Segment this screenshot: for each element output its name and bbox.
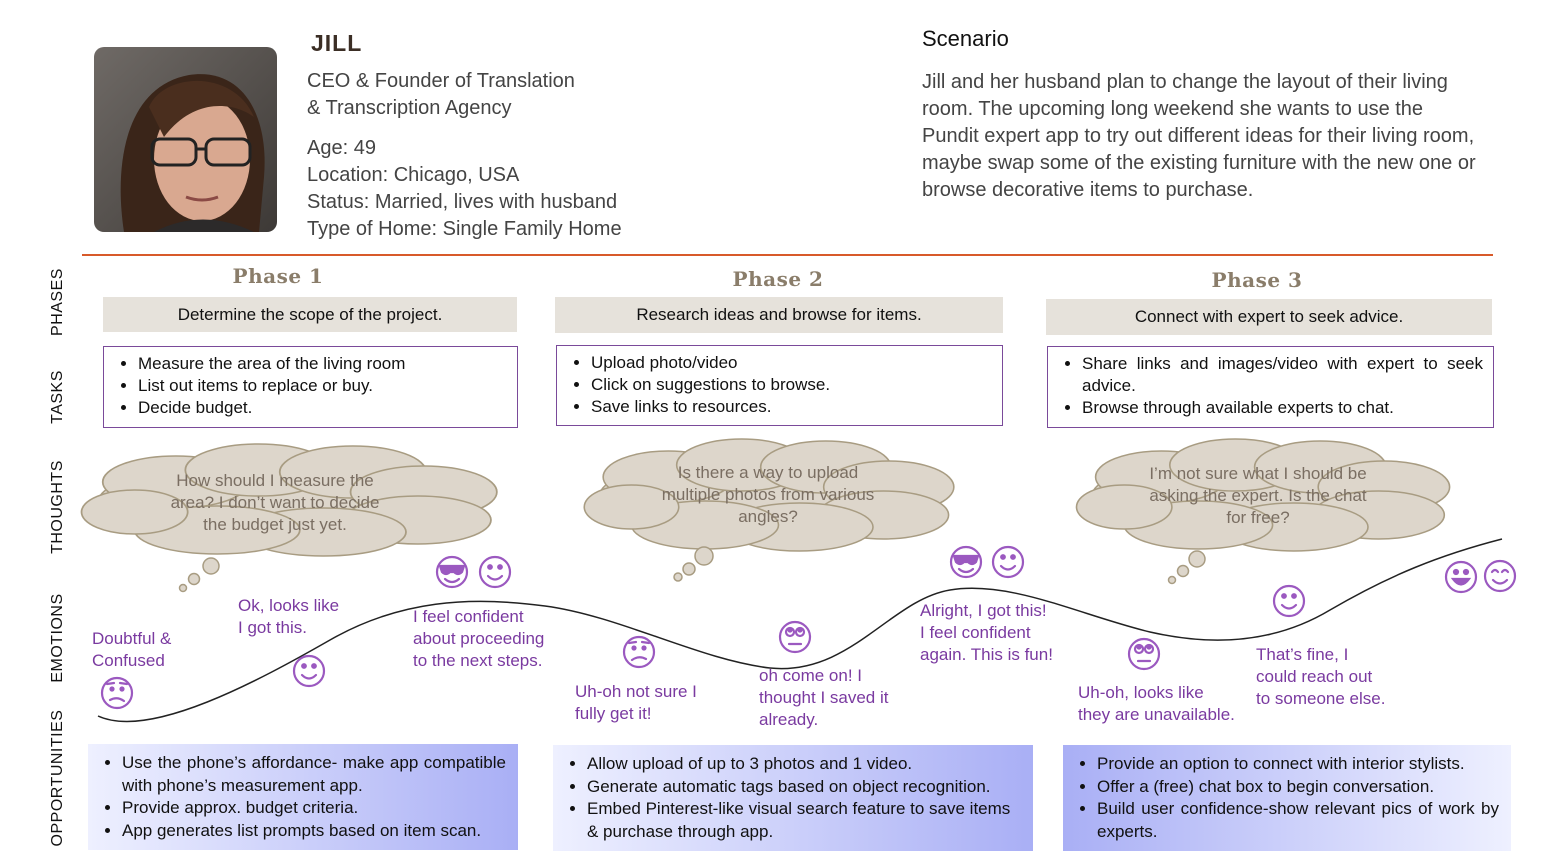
task-item: Browse through available experts to chat…: [1082, 397, 1483, 419]
emotion-label-8: That’s fine, I could reach out to someon…: [1256, 644, 1385, 710]
emotion-line: Confused: [92, 651, 165, 670]
opportunity-item: Embed Pinterest-like visual search featu…: [587, 798, 1021, 843]
persona-name: JILL: [311, 30, 363, 56]
eyeroll-face-icon: [1127, 637, 1161, 671]
smiley-face-icon: [991, 545, 1025, 579]
emotion-line: I feel confident: [920, 623, 1031, 642]
thought-cloud-1: [80, 443, 498, 593]
task-item: Upload photo/video: [591, 352, 992, 374]
emotion-line: to the next steps.: [413, 651, 543, 670]
emotion-curve: [97, 538, 1503, 723]
emotion-line: Ok, looks like: [238, 596, 340, 615]
emotion-label-1: Doubtful & Confused: [92, 628, 171, 672]
phase-2-tasks: Upload photo/video Click on suggestions …: [556, 345, 1003, 426]
emotion-line: oh come on! I: [759, 666, 863, 685]
task-item: Share links and images/video with expert…: [1082, 353, 1483, 397]
opportunity-item: Offer a (free) chat box to begin convers…: [1097, 776, 1499, 799]
smiley-face-icon: [292, 654, 326, 688]
phase-3-goal: Connect with expert to seek advice.: [1046, 299, 1492, 335]
opportunity-item: Provide approx. budget criteria.: [122, 797, 506, 820]
confused-face-icon: [100, 676, 134, 710]
emotion-line: Alright, I got this!: [920, 601, 1047, 620]
emotion-label-3: I feel confident about proceeding to the…: [413, 606, 544, 672]
confused-face-icon: [622, 635, 656, 669]
header-divider: [82, 254, 1493, 256]
opportunity-item: Use the phone’s affordance- make app com…: [122, 752, 506, 797]
phase-3-tasks: Share links and images/video with expert…: [1047, 346, 1494, 428]
task-item: Click on suggestions to browse.: [591, 374, 992, 396]
persona-location: Location: Chicago, USA: [307, 164, 520, 186]
thought-cloud-2: [583, 438, 955, 582]
persona-role-line: & Transcription Agency: [307, 97, 512, 119]
emotion-line: I feel confident: [413, 607, 524, 626]
persona-home: Type of Home: Single Family Home: [307, 218, 622, 240]
thought-text-2: Is there a way to upload multiple photos…: [661, 463, 875, 526]
phase-2-title: Phase 2: [732, 267, 824, 291]
thought-text-1: How should I measure the area? I don’t w…: [170, 471, 380, 534]
emotion-line: That’s fine, I: [1256, 645, 1349, 664]
phase-2-goal: Research ideas and browse for items.: [555, 297, 1003, 333]
phase-1-opportunities: Use the phone’s affordance- make app com…: [88, 744, 518, 850]
task-item: List out items to replace or buy.: [138, 375, 507, 397]
emotion-line: Doubtful &: [92, 629, 172, 648]
emotion-label-5: oh come on! I thought I saved it already…: [759, 665, 888, 731]
emotion-label-7: Uh-oh, looks like they are unavailable.: [1078, 682, 1235, 726]
persona-age: Age: 49: [307, 137, 376, 159]
emotion-line: Uh-oh not sure I: [575, 682, 697, 701]
emotion-line: they are unavailable.: [1078, 705, 1235, 724]
thought-cloud-3: [1075, 438, 1451, 585]
scenario-text: Jill and her husband plan to change the …: [922, 71, 1476, 201]
emotion-line: could reach out: [1256, 667, 1373, 686]
smiley-face-icon: [478, 555, 512, 589]
smiley-face-icon: [1272, 584, 1306, 618]
opportunity-item: Allow upload of up to 3 photos and 1 vid…: [587, 753, 1021, 776]
emotion-label-2: Ok, looks like I got this.: [238, 595, 339, 639]
phase-1-title: Phase 1: [232, 264, 324, 288]
phase-1-tasks: Measure the area of the living room List…: [103, 346, 518, 428]
emotion-line: about proceeding: [413, 629, 545, 648]
task-item: Save links to resources.: [591, 396, 992, 418]
emotion-line: fully get it!: [575, 704, 652, 723]
cool-face-icon: [949, 545, 983, 579]
task-item: Measure the area of the living room: [138, 353, 507, 375]
scenario-title: Scenario: [922, 26, 1009, 51]
phase-3-title: Phase 3: [1211, 268, 1303, 292]
phase-3-opportunities: Provide an option to connect with interi…: [1063, 745, 1511, 851]
phase-2-opportunities: Allow upload of up to 3 photos and 1 vid…: [553, 745, 1033, 851]
task-item: Decide budget.: [138, 397, 507, 419]
opportunity-item: Generate automatic tags based on object …: [587, 776, 1021, 799]
persona-photo: [94, 47, 277, 232]
emotion-line: to someone else.: [1256, 689, 1386, 708]
emotion-line: thought I saved it: [759, 688, 889, 707]
emotion-line: already.: [759, 710, 819, 729]
thought-text-3: I’m not sure what I should be asking the…: [1149, 464, 1367, 527]
emotion-label-6: Alright, I got this! I feel confident ag…: [920, 600, 1053, 666]
smiley-face-icon: [1483, 559, 1517, 593]
persona-details: Age: 49 Location: Chicago, USA Status: M…: [307, 135, 622, 243]
emotion-line: Uh-oh, looks like: [1078, 683, 1204, 702]
persona-role: CEO & Founder of Translation & Transcrip…: [307, 68, 575, 122]
phase-1-goal: Determine the scope of the project.: [103, 297, 517, 332]
persona-status: Status: Married, lives with husband: [307, 191, 618, 213]
opportunity-item: App generates list prompts based on item…: [122, 820, 506, 843]
opportunity-item: Build user confidence-show relevant pics…: [1097, 798, 1499, 843]
opportunity-item: Provide an option to connect with interi…: [1097, 753, 1499, 776]
emotion-label-4: Uh-oh not sure I fully get it!: [575, 681, 697, 725]
grin-face-icon: [1444, 560, 1478, 594]
emotion-line: again. This is fun!: [920, 645, 1053, 664]
emotion-line: I got this.: [238, 618, 307, 637]
cool-face-icon: [435, 555, 469, 589]
eyeroll-face-icon: [778, 620, 812, 654]
persona-role-line: CEO & Founder of Translation: [307, 70, 575, 92]
